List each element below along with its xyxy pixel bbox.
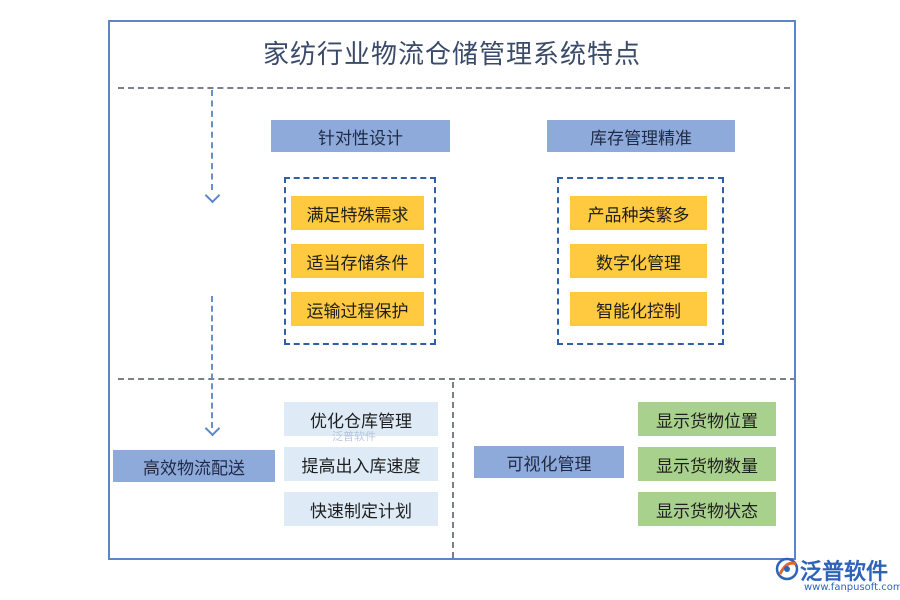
watermark-text: 泛普软件 bbox=[332, 430, 376, 443]
item-quick-planning: 快速制定计划 bbox=[284, 492, 438, 526]
item-transport-protection: 运输过程保护 bbox=[291, 292, 424, 326]
header-visual-management: 可视化管理 bbox=[474, 446, 624, 478]
item-smart-control: 智能化控制 bbox=[570, 292, 707, 326]
fanpu-logo-icon bbox=[775, 557, 799, 581]
item-many-products: 产品种类繁多 bbox=[570, 196, 707, 230]
logo-url: www.fanpusoft.com bbox=[804, 582, 900, 593]
middle-divider bbox=[118, 378, 796, 380]
item-show-status: 显示货物状态 bbox=[638, 492, 776, 526]
header-targeted-design: 针对性设计 bbox=[271, 120, 450, 152]
diagram-title: 家纺行业物流仓储管理系统特点 bbox=[262, 40, 641, 70]
brand-logo: 泛普软件 www.fanpusoft.com bbox=[770, 552, 900, 596]
item-digital-management: 数字化管理 bbox=[570, 244, 707, 278]
header-efficient-delivery: 高效物流配送 bbox=[113, 450, 275, 482]
inventory-precision-group bbox=[557, 177, 724, 345]
item-faster-inout: 提高出入库速度 bbox=[284, 447, 438, 481]
logo-name: 泛普软件 bbox=[800, 560, 889, 585]
item-special-needs: 满足特殊需求 bbox=[291, 196, 424, 230]
flow-line-lower bbox=[211, 296, 213, 428]
item-show-location: 显示货物位置 bbox=[638, 402, 776, 436]
flow-line-upper bbox=[211, 90, 213, 190]
item-optimize-warehouse: 优化仓库管理 bbox=[284, 402, 438, 436]
top-divider bbox=[118, 87, 790, 89]
item-show-quantity: 显示货物数量 bbox=[638, 447, 776, 481]
header-inventory-precision: 库存管理精准 bbox=[547, 120, 735, 152]
bottom-vertical-divider bbox=[452, 382, 454, 558]
item-storage-conditions: 适当存储条件 bbox=[291, 244, 424, 278]
targeted-design-group bbox=[284, 177, 436, 345]
